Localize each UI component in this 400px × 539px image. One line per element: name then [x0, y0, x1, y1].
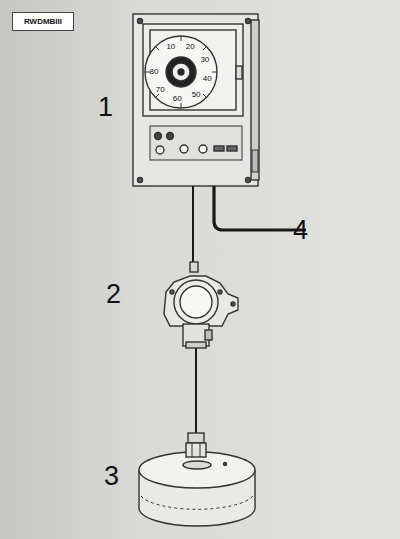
dial-number: 20 — [186, 42, 195, 51]
tag-box: RWDMBIII — [12, 12, 74, 31]
callout-number: 2 — [106, 279, 121, 310]
callout-number: 4 — [293, 215, 308, 246]
dial-number: 40 — [203, 74, 212, 83]
junction-box — [164, 262, 238, 348]
tag-text: RWDMBIII — [24, 17, 62, 26]
dial-number: 70 — [156, 85, 165, 94]
control-box — [133, 14, 259, 186]
dial-number: 50 — [192, 90, 201, 99]
dial-number: 30 — [200, 55, 209, 64]
sensor-float — [139, 433, 255, 526]
dial-number: 10 — [166, 42, 175, 51]
callout-number: 1 — [98, 92, 113, 123]
callout-number: 3 — [104, 461, 119, 492]
dial-number: 60 — [173, 94, 182, 103]
dial-number: 80 — [150, 67, 159, 76]
